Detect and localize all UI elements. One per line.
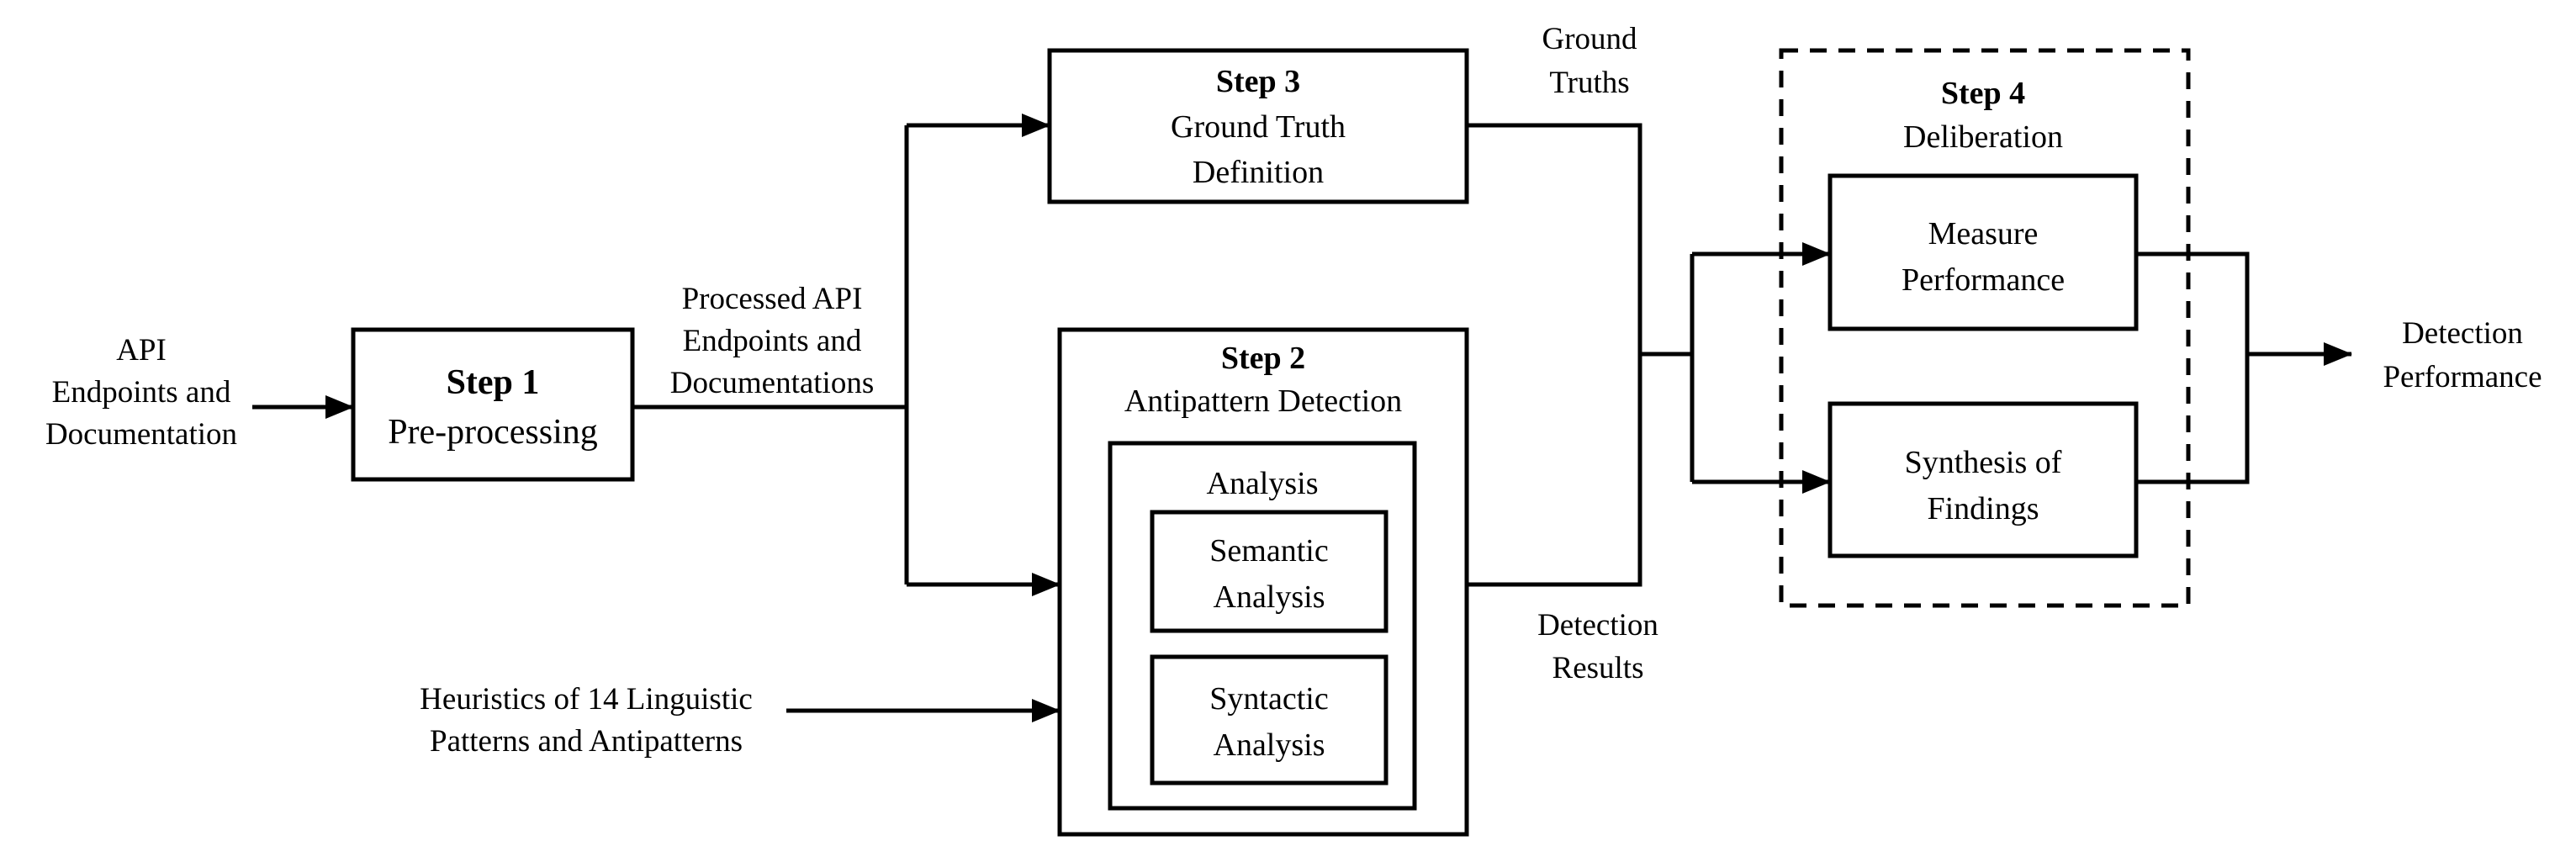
connector-measure-out [2136, 251, 2250, 354]
synthesis-line1: Synthesis of [1905, 445, 2062, 480]
input-heuristics: Heuristics of 14 Linguistic Patterns and… [420, 682, 753, 759]
semantic-box [1150, 510, 1389, 633]
syntactic-box [1150, 654, 1389, 785]
label-processed-line2: Endpoints and [683, 324, 862, 358]
input-heuristics-line1: Heuristics of 14 Linguistic [420, 682, 753, 717]
connector-synthesis-out [2136, 354, 2250, 484]
step3: Step 3 Ground Truth Definition [1171, 64, 1346, 190]
step1-box [351, 327, 635, 482]
step4-title: Step 4 [1941, 76, 2025, 111]
analysis-label: Analysis [1207, 466, 1319, 501]
label-ground-truths-line1: Ground [1542, 22, 1637, 56]
step3-name-line2: Definition [1193, 155, 1324, 190]
step4-container [1779, 48, 2191, 608]
input-api-docs-line2: Endpoints and [52, 375, 231, 410]
step3-name-line1: Ground Truth [1171, 109, 1346, 145]
step2-name: Antipattern Detection [1124, 383, 1402, 419]
step4: Step 4 Deliberation Measure Performance … [1902, 76, 2065, 526]
label-detection-results-line2: Results [1552, 651, 1644, 685]
step2: Step 2 Antipattern Detection Analysis Se… [1124, 341, 1402, 763]
connector-step3-out [1467, 123, 1642, 354]
output-detection-performance-line2: Performance [2383, 360, 2542, 394]
measure-line1: Measure [1928, 216, 2039, 251]
synthesis-line2: Findings [1927, 491, 2039, 526]
label-ground-truths: Ground Truths [1542, 22, 1637, 100]
input-heuristics-line2: Patterns and Antipatterns [430, 724, 743, 759]
step2-title: Step 2 [1221, 341, 1305, 376]
synthesis-box [1828, 401, 2139, 558]
semantic-line1: Semantic [1209, 533, 1328, 569]
connectors [252, 114, 2352, 722]
label-processed-line1: Processed API [682, 282, 863, 316]
step3-box [1047, 48, 1469, 204]
measure-box [1828, 173, 2139, 331]
syntactic-line1: Syntactic [1209, 681, 1328, 717]
syntactic-line2: Analysis [1214, 727, 1325, 763]
label-ground-truths-line2: Truths [1549, 66, 1629, 100]
step1-name: Pre-processing [388, 413, 598, 452]
input-api-docs: API Endpoints and Documentation [45, 333, 237, 452]
input-api-docs-line1: API [116, 333, 167, 368]
input-api-docs-line3: Documentation [45, 417, 237, 452]
boxes [351, 48, 2139, 837]
measure-line2: Performance [1902, 262, 2065, 298]
step1-title: Step 1 [447, 363, 540, 402]
step3-title: Step 3 [1216, 64, 1300, 99]
label-processed-api: Processed API Endpoints and Documentatio… [670, 282, 875, 400]
step1: Step 1 Pre-processing [388, 363, 598, 452]
label-detection-results: Detection Results [1537, 608, 1658, 685]
connector-step2-out [1467, 354, 1642, 587]
output-detection-performance: Detection Performance [2383, 316, 2542, 394]
step4-name: Deliberation [1903, 119, 2063, 155]
label-detection-results-line1: Detection [1537, 608, 1658, 643]
output-detection-performance-line1: Detection [2402, 316, 2523, 351]
label-processed-line3: Documentations [670, 366, 875, 400]
semantic-line2: Analysis [1214, 579, 1325, 615]
